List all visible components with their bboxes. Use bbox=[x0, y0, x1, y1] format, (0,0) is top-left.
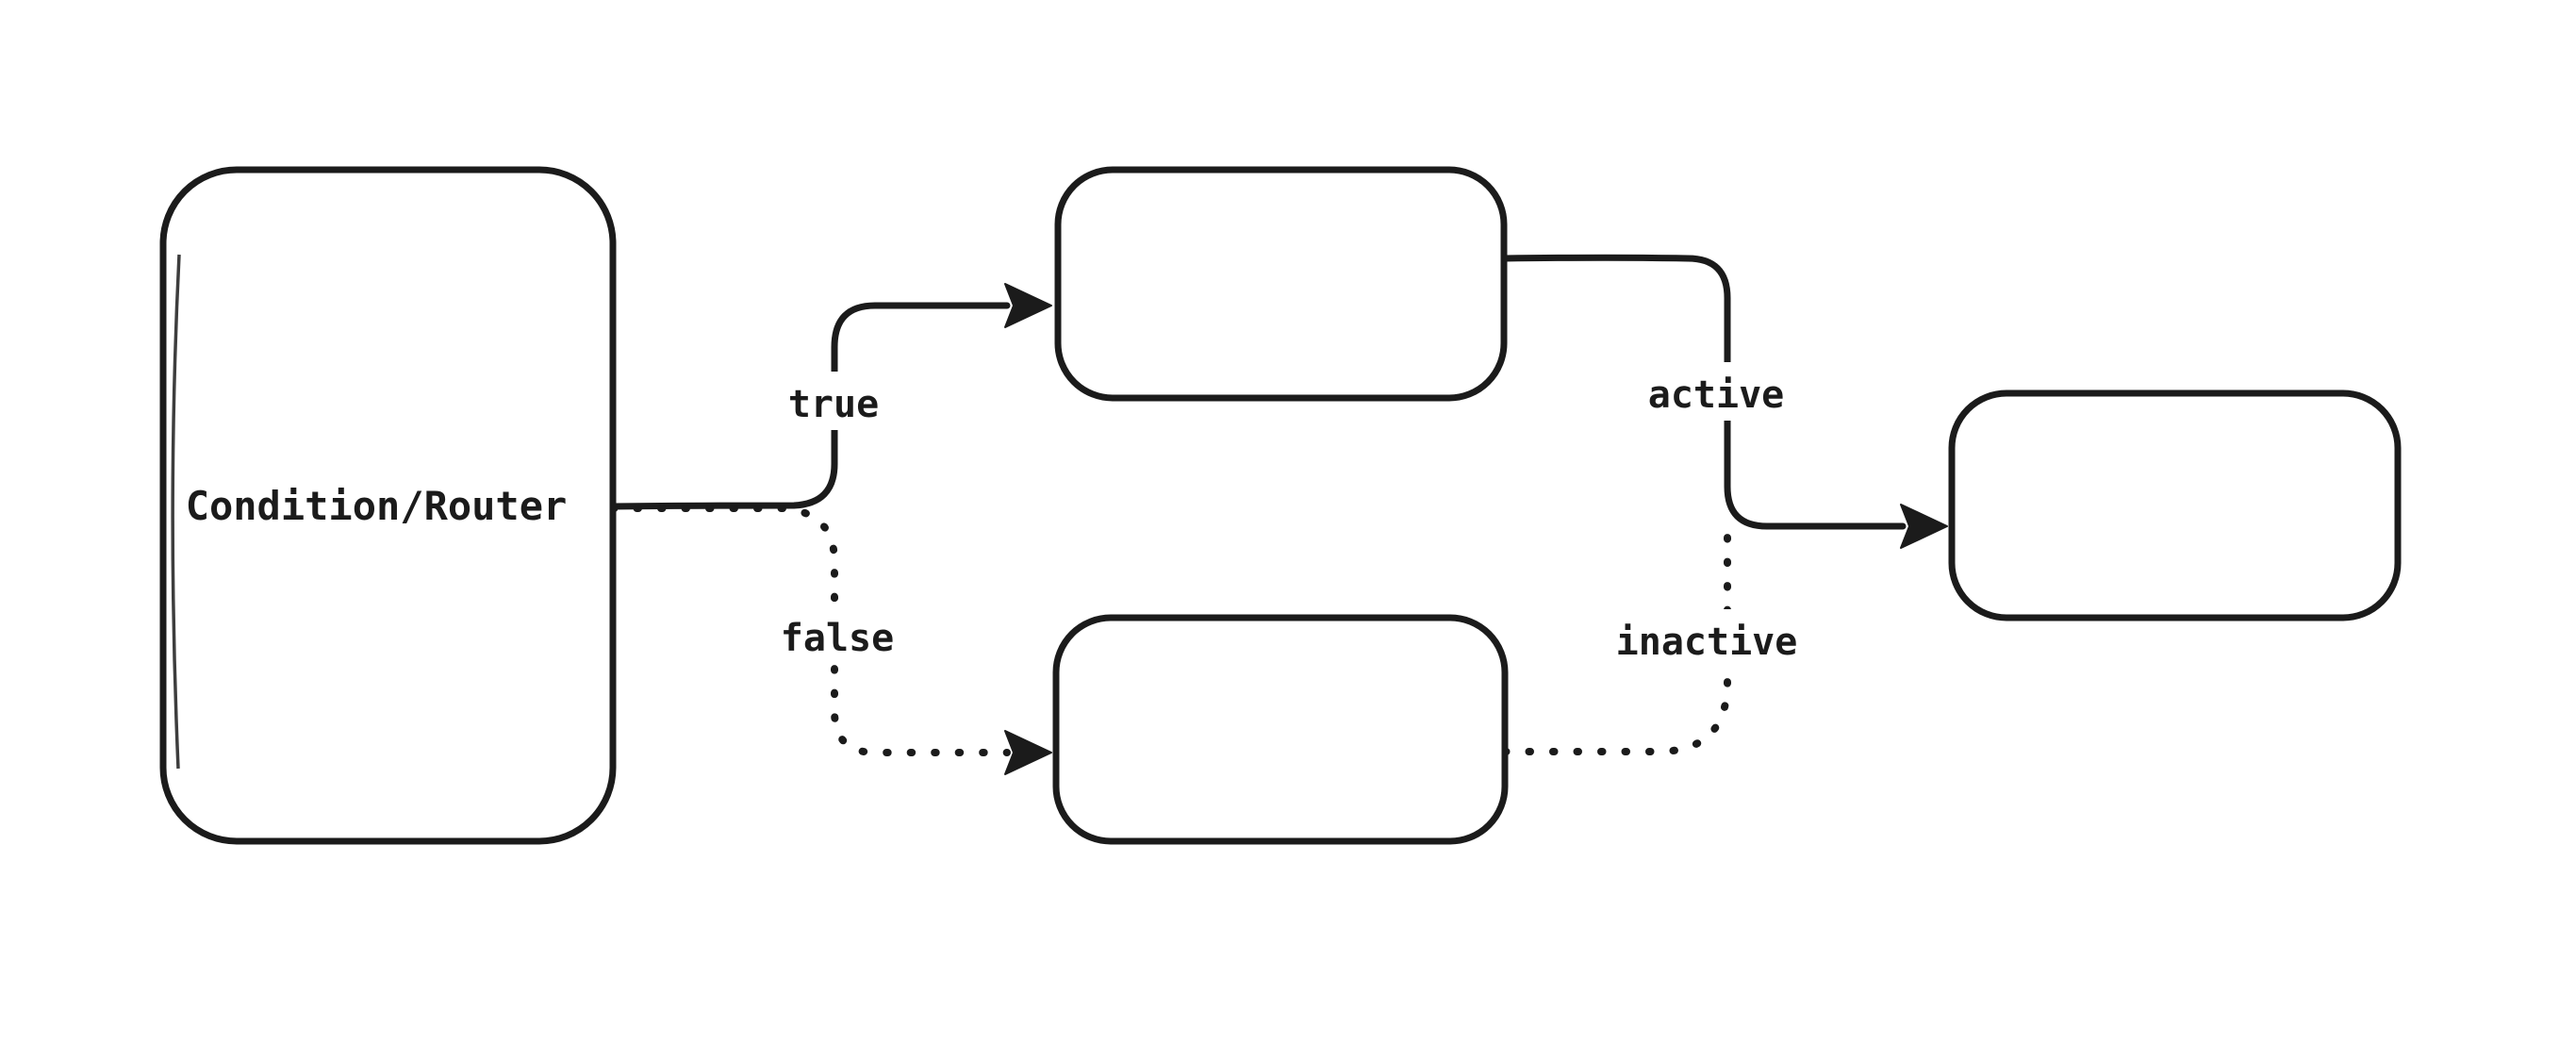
edge-active-arrowhead bbox=[1900, 504, 1948, 549]
edge-active-label[interactable]: active bbox=[1644, 362, 1788, 421]
node-final-output[interactable] bbox=[1948, 389, 2402, 621]
edge-inactive-label-bg bbox=[1612, 609, 1801, 668]
node-false-target-shape[interactable] bbox=[1052, 614, 1509, 845]
edge-true[interactable] bbox=[609, 283, 1052, 510]
edge-active-label-text: active bbox=[1648, 373, 1785, 417]
edge-true-label[interactable]: true bbox=[783, 372, 884, 430]
node-condition-router-overdraw bbox=[171, 254, 181, 770]
node-true-target-shape[interactable] bbox=[1054, 166, 1508, 402]
edge-false-label[interactable]: false bbox=[777, 605, 900, 664]
edge-true-label-bg bbox=[783, 372, 884, 430]
edge-false-label-text: false bbox=[781, 617, 894, 660]
edge-false-path[interactable] bbox=[609, 505, 1011, 756]
node-false-target[interactable] bbox=[1052, 614, 1509, 845]
node-condition-router-label: Condition/Router bbox=[186, 483, 568, 529]
node-condition-router-shape[interactable] bbox=[159, 166, 617, 845]
edge-active-label-bg bbox=[1644, 362, 1788, 421]
edge-true-label-text: true bbox=[788, 383, 879, 426]
edge-false-label-bg bbox=[777, 605, 900, 664]
edge-inactive-label[interactable]: inactive bbox=[1612, 609, 1801, 668]
node-final-output-shape[interactable] bbox=[1948, 389, 2402, 621]
node-condition-router[interactable]: Condition/Router bbox=[159, 166, 617, 845]
node-true-target[interactable] bbox=[1054, 166, 1508, 402]
edge-true-arrowhead bbox=[1004, 283, 1052, 328]
edge-false[interactable] bbox=[609, 505, 1052, 775]
edge-active[interactable] bbox=[1500, 254, 1948, 549]
edge-inactive-label-text: inactive bbox=[1616, 621, 1798, 664]
edge-true-path[interactable] bbox=[609, 302, 1011, 510]
edge-active-path[interactable] bbox=[1500, 254, 1907, 530]
edge-false-arrowhead bbox=[1004, 730, 1052, 775]
